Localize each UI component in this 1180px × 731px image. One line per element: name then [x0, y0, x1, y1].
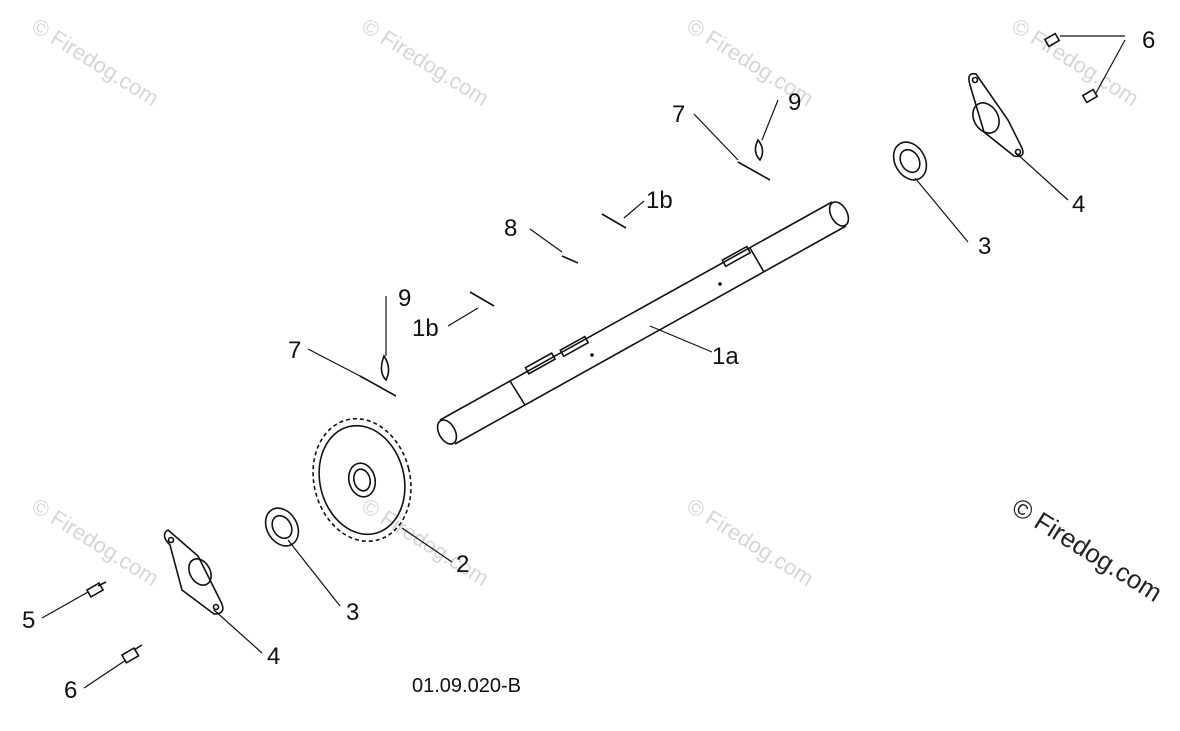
callout-3-right: 3 [978, 233, 991, 260]
callout-8: 8 [504, 215, 517, 242]
bolt-part-6-top-a [1043, 32, 1061, 48]
bolt-part-6-top-b [1081, 88, 1099, 104]
watermark-text: © Firedog.com [1007, 13, 1143, 111]
shaft-part [436, 201, 850, 445]
sprocket-part [312, 417, 412, 543]
bolt-part-6-bottom [120, 644, 143, 664]
leader-lines [41, 35, 1126, 689]
watermark-text: © Firedog.com [357, 493, 493, 591]
clevis-pin-left [359, 375, 397, 397]
callout-1a: 1a [712, 343, 739, 370]
drawing-reference: 01.09.020-B [412, 675, 521, 697]
watermark-main: © Firedog.com [1007, 492, 1168, 608]
pin-part-1b-top [601, 213, 627, 229]
callout-7-top: 7 [672, 101, 685, 128]
bearing-flange-right [968, 72, 1024, 158]
watermark-text: © Firedog.com [27, 493, 163, 591]
bearing-flange-left [163, 529, 224, 615]
callout-1b-top: 1b [646, 187, 673, 214]
watermark-layer: © Firedog.com © Firedog.com © Firedog.co… [27, 13, 1143, 591]
callout-6-top: 6 [1142, 27, 1155, 54]
washer-part-left [264, 507, 300, 547]
hair-pin-left [380, 354, 390, 382]
watermark-text: © Firedog.com [682, 493, 818, 591]
callout-4-left: 4 [267, 643, 280, 670]
callout-9-left: 9 [398, 285, 411, 312]
callout-1b-mid: 1b [412, 315, 439, 342]
pin-part-1b-mid [469, 291, 495, 307]
watermark-text: © Firedog.com [357, 13, 493, 111]
callout-9-top: 9 [788, 89, 801, 116]
callout-7-left: 7 [288, 337, 301, 364]
watermark-text: © Firedog.com [27, 13, 163, 111]
callout-5: 5 [22, 607, 35, 634]
callout-labels: 1a 1b 1b 2 3 3 4 4 5 6 6 7 7 8 9 9 [22, 27, 1155, 704]
callout-4-right: 4 [1072, 191, 1085, 218]
washer-part-right [892, 141, 928, 181]
pin-part-8 [561, 255, 579, 264]
callout-6-bottom: 6 [64, 677, 77, 704]
callout-3-left: 3 [346, 599, 359, 626]
hair-pin-top [754, 138, 764, 162]
clevis-pin-top [737, 161, 771, 181]
callout-2: 2 [456, 551, 469, 578]
bolt-part-5 [85, 581, 107, 599]
